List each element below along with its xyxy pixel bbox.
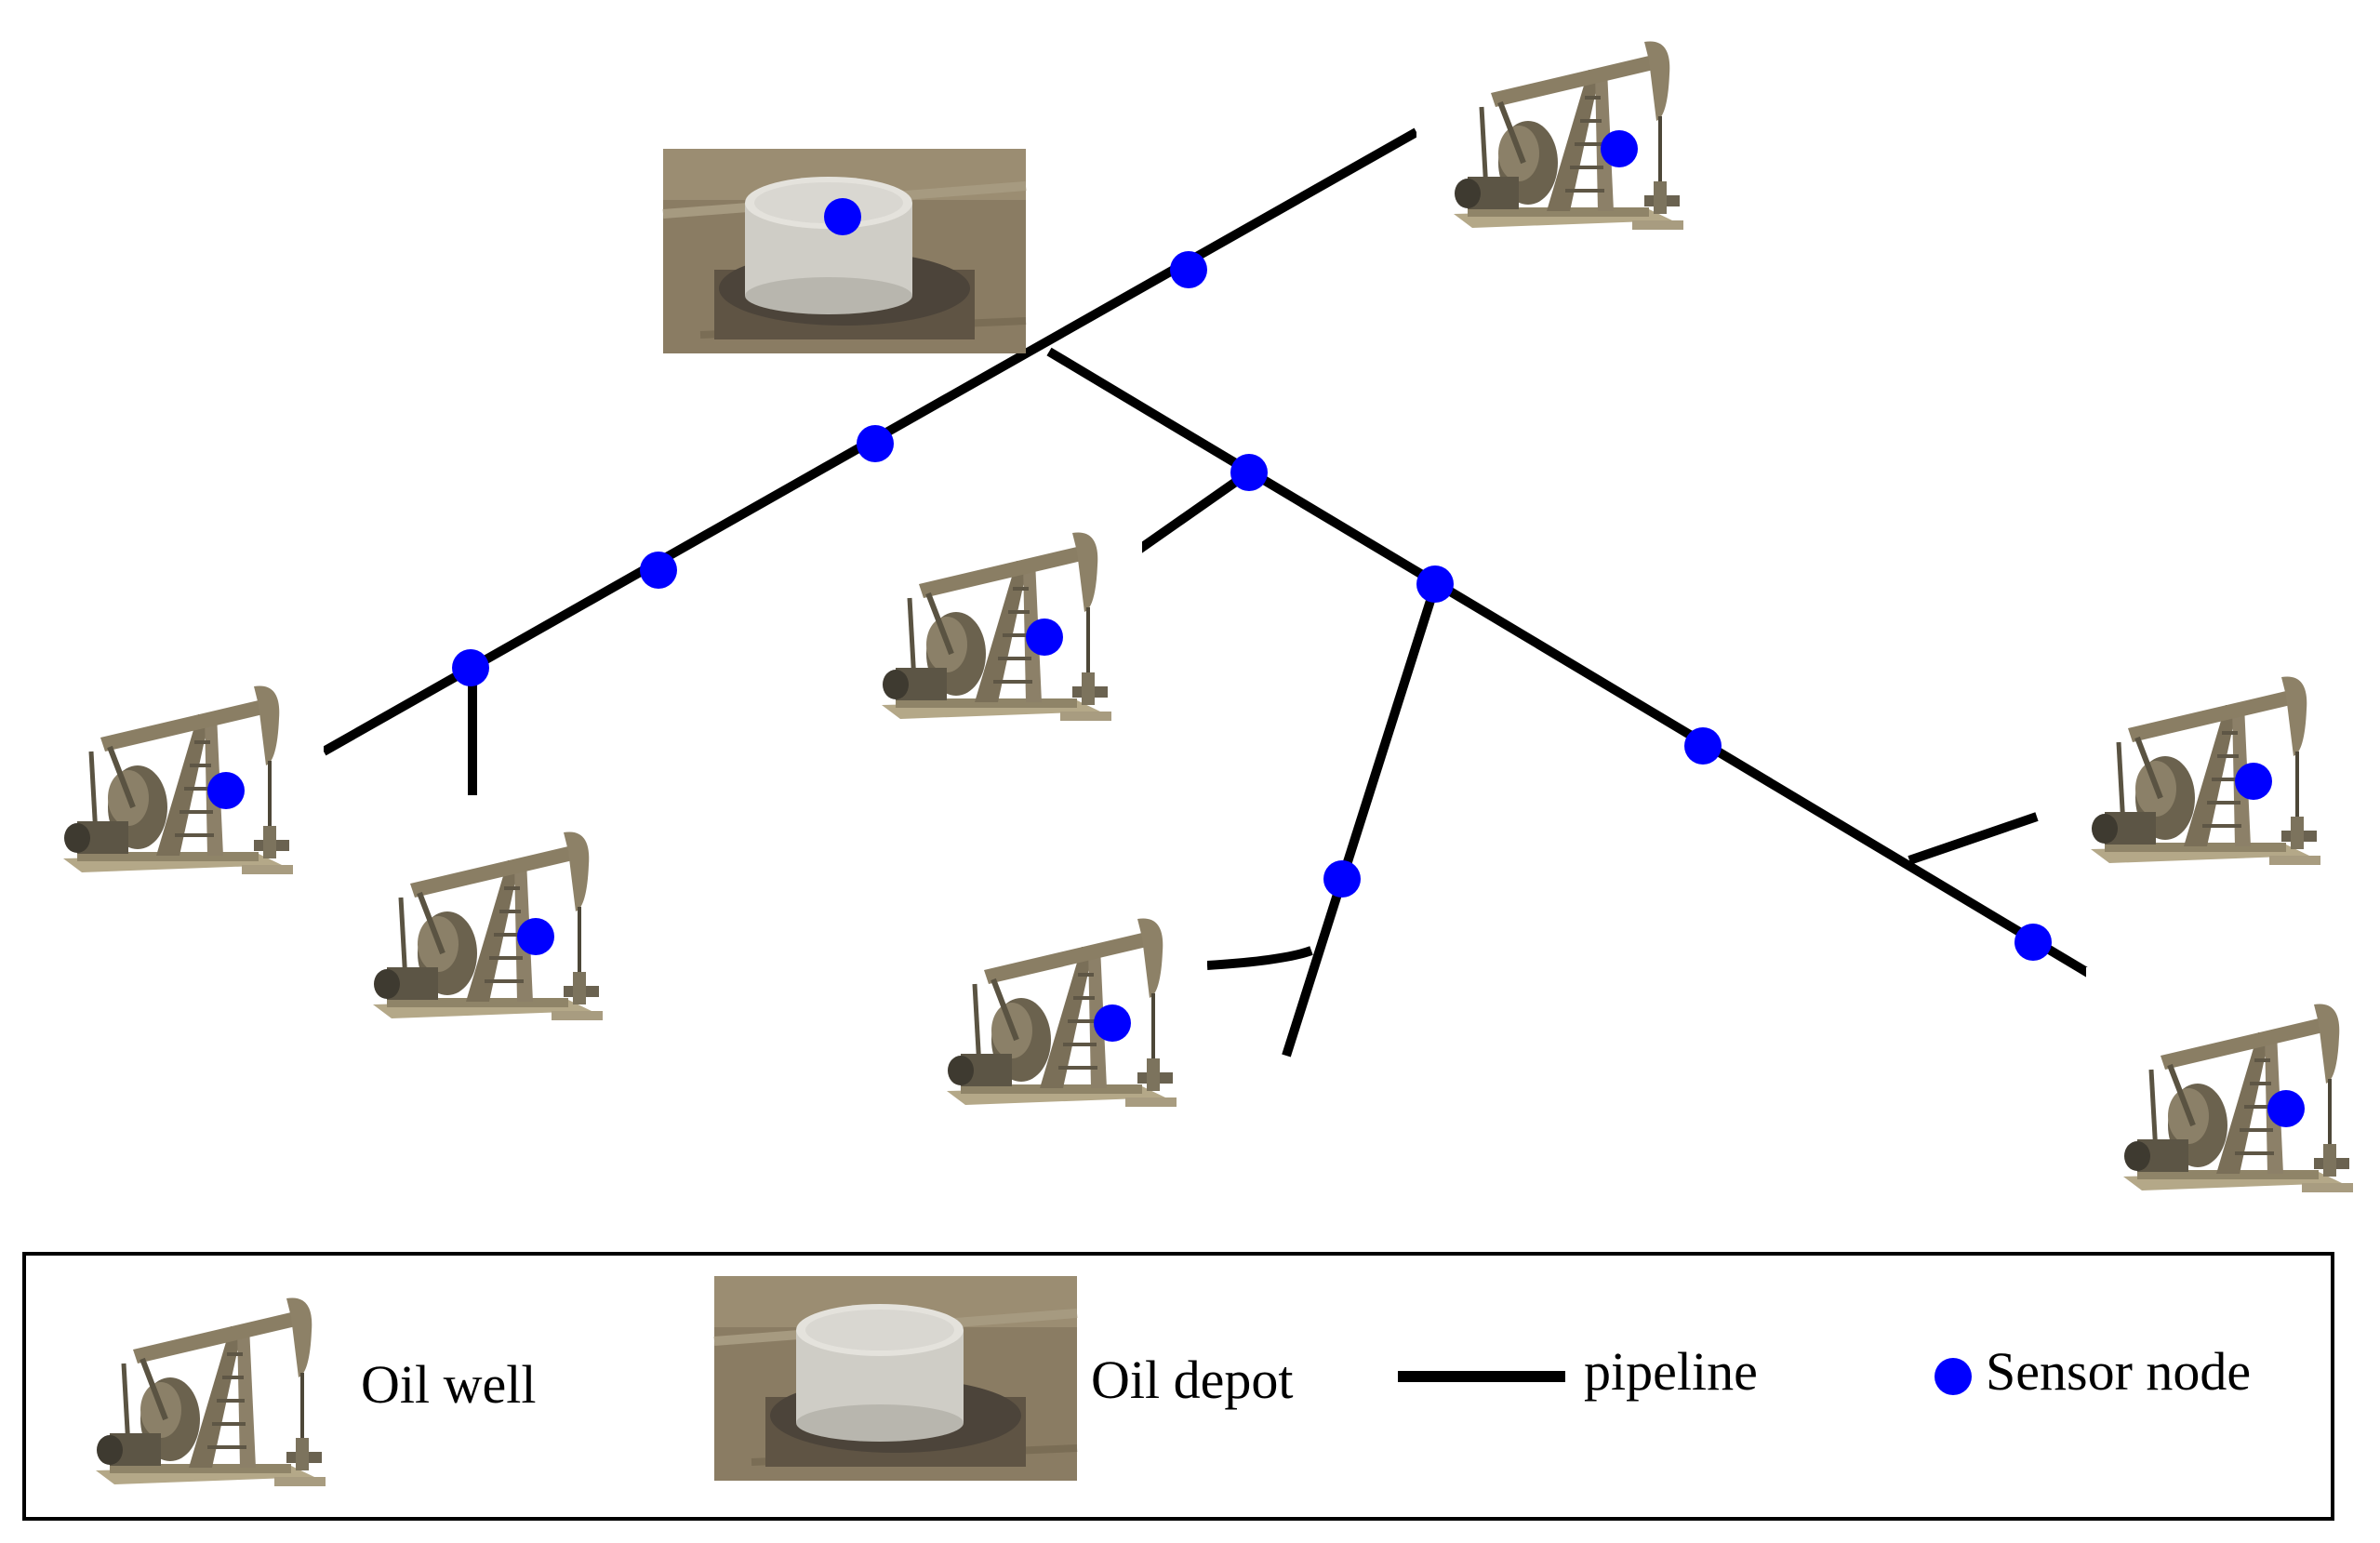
pumpjack-icon (1416, 5, 1714, 256)
sensor-node-icon (2267, 1090, 2305, 1127)
sensor-node-icon (207, 772, 245, 809)
pumpjack-icon (2086, 967, 2380, 1218)
oil-well-south-east (2086, 967, 2380, 1218)
sensor-node-icon (1935, 1358, 1972, 1395)
sensor-node-icon (1094, 1004, 1131, 1042)
legend-label-sensor-node: Sensor node (1986, 1341, 2251, 1402)
legend-item-pipeline: pipeline (1398, 1341, 1758, 1402)
sensor-node-icon (2235, 763, 2272, 800)
storage-tank-icon (714, 1276, 1077, 1481)
legend-label-oil-well: Oil well (361, 1354, 536, 1415)
sensor-node-icon (1170, 251, 1207, 288)
legend-label-oil-depot: Oil depot (1091, 1350, 1293, 1410)
oil-well-north-east (1416, 5, 1714, 256)
legend-label-pipeline: pipeline (1584, 1341, 1758, 1402)
sensor-node-icon (640, 552, 677, 589)
sensor-node-icon (857, 425, 894, 462)
pipeline-sensor-nodes (452, 251, 2052, 961)
storage-tank-icon (663, 149, 1026, 353)
legend: Oil well Oil depot pipeline Sensor node (22, 1252, 2334, 1521)
pumpjack-icon (26, 649, 324, 900)
pipeline-branch-south-east (1046, 347, 2172, 1026)
pumpjack-icon (2054, 640, 2351, 891)
pumpjack-icon (844, 496, 1142, 747)
facilities (26, 5, 2380, 1218)
sensor-node-icon (1323, 860, 1361, 898)
pumpjack-icon (336, 795, 633, 1046)
sensor-node-icon (517, 918, 554, 955)
sensor-node-icon (1601, 130, 1638, 167)
pumpjack-icon (910, 882, 1207, 1133)
legend-item-oil-depot: Oil depot (714, 1276, 1293, 1481)
oil-well-west (26, 649, 324, 900)
oil-depot (663, 149, 1026, 353)
oil-well-center (844, 496, 1142, 747)
pipeline-branch-east-well (1908, 812, 2039, 865)
sensor-node-icon (824, 198, 861, 235)
sensor-node-icon (1684, 727, 1722, 765)
oil-well-south (910, 882, 1207, 1133)
sensor-node-icon (1026, 619, 1063, 656)
legend-item-sensor-node: Sensor node (1935, 1341, 2251, 1402)
legend-item-oil-well: Oil well (59, 1261, 536, 1512)
oil-well-south-west (336, 795, 633, 1046)
oil-well-east (2054, 640, 2351, 891)
pumpjack-icon (59, 1261, 356, 1512)
sensor-node-icon (1230, 454, 1268, 491)
sensor-node-icon (1416, 565, 1454, 603)
sensor-node-icon (452, 649, 489, 686)
sensor-node-icon (2014, 924, 2052, 961)
pipeline-branch-south-well (1206, 946, 1313, 970)
pipeline-branch-south (1282, 584, 1440, 1057)
